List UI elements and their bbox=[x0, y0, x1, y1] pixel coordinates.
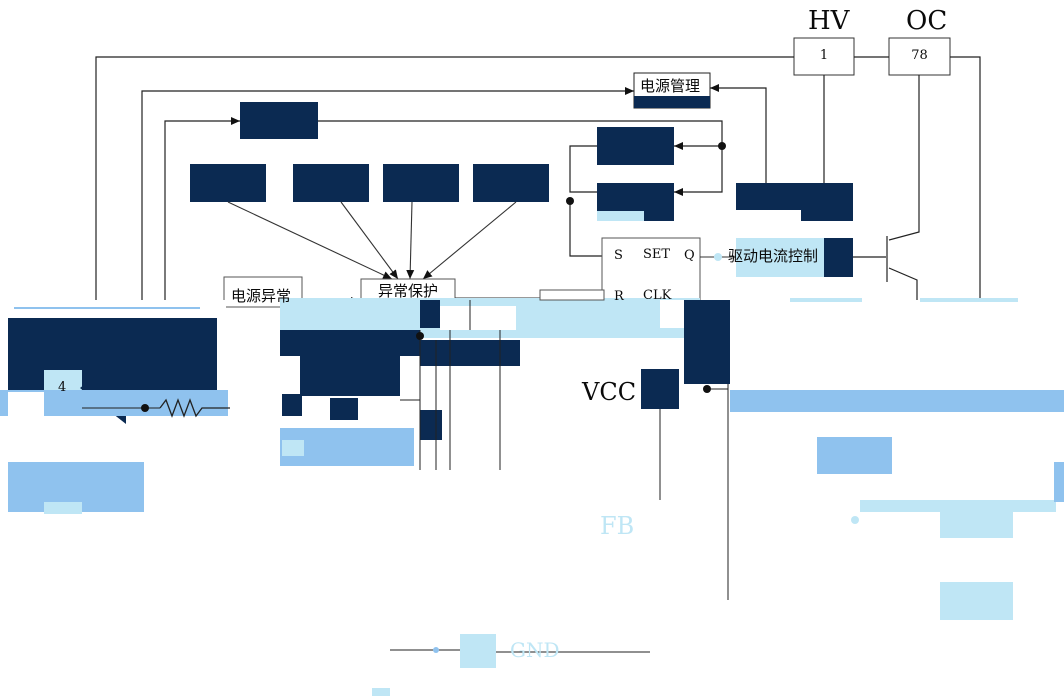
latch-block-upper bbox=[597, 127, 674, 165]
gnd-pin-label: GND bbox=[510, 638, 560, 662]
detector-block-1 bbox=[190, 164, 266, 202]
top-wires bbox=[95, 56, 981, 300]
detector-block-4 bbox=[473, 164, 549, 202]
abnormal-protection-label: 异常保护 bbox=[378, 282, 439, 300]
hv-pin-box bbox=[793, 37, 855, 76]
hv-pin-label: HV bbox=[808, 6, 850, 36]
hv-pin-number: 1 bbox=[819, 48, 829, 63]
oc-pin-label: OC bbox=[906, 6, 948, 36]
ff-clk-label: CLK bbox=[643, 288, 672, 303]
ff-r-label: R bbox=[614, 289, 624, 304]
ff-set-label: SET bbox=[643, 247, 671, 262]
power-abnormal-label: 电源异常 bbox=[231, 287, 292, 305]
left-pin-number: 4 bbox=[58, 380, 67, 395]
fb-pin-label: FB bbox=[600, 512, 635, 540]
oc-pin-number: 78 bbox=[911, 48, 928, 63]
power-management-label: 电源管理 bbox=[640, 77, 701, 95]
vcc-dark-block bbox=[641, 369, 679, 409]
top-left-block bbox=[240, 102, 318, 139]
oc-pin-box bbox=[888, 37, 951, 76]
flip-flop-box bbox=[601, 237, 701, 303]
drive-current-label: 驱动电流控制 bbox=[728, 247, 819, 265]
ff-s-label: S bbox=[614, 248, 623, 263]
detector-block-2 bbox=[293, 164, 369, 202]
vcc-pin-label: VCC bbox=[582, 378, 637, 406]
detector-block-3 bbox=[383, 164, 459, 202]
resistor-symbol bbox=[159, 398, 230, 418]
ff-q-label: Q bbox=[684, 248, 695, 263]
